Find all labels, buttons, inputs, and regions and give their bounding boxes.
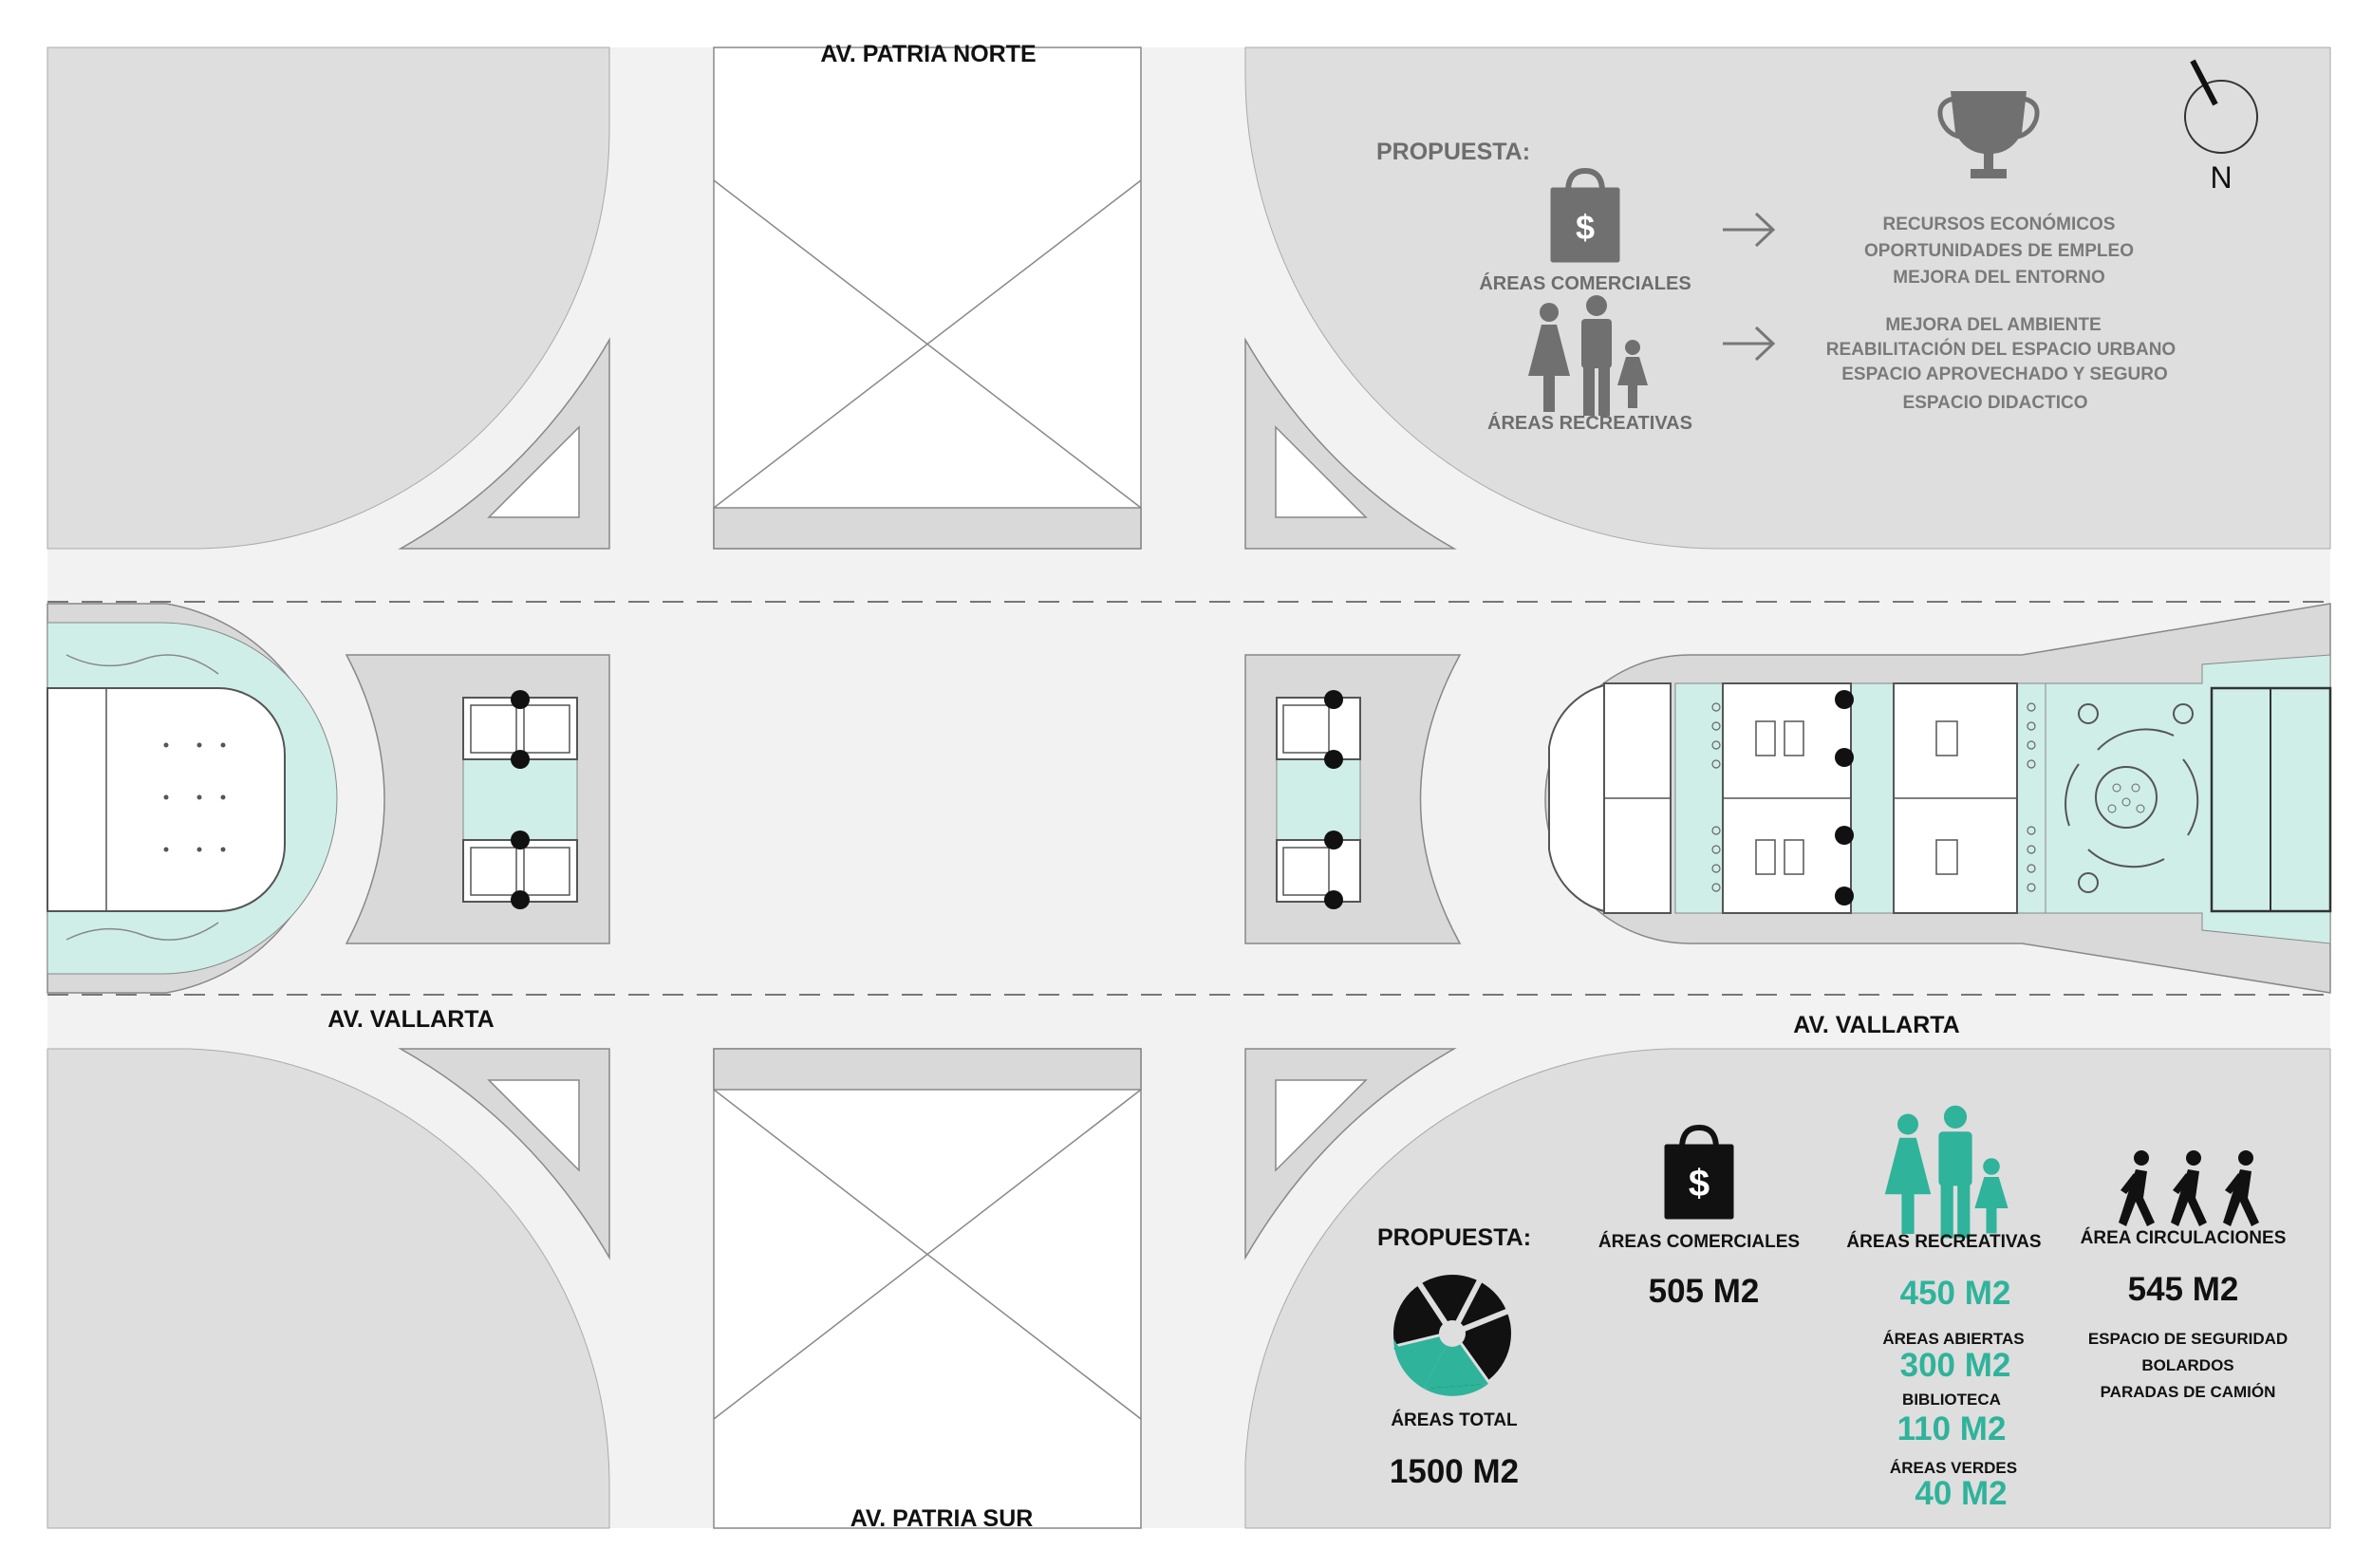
summary-circulation-item: BOLARDOS (2141, 1356, 2233, 1374)
svg-text:$: $ (1576, 208, 1595, 247)
island-bottom-right (1244, 1048, 1457, 1260)
proposal-top-title: PROPUESTA: (1376, 139, 1530, 165)
aperture-icon (1392, 1275, 1513, 1396)
svg-text:$: $ (1689, 1163, 1710, 1204)
arrow-right-icon (1723, 212, 1776, 248)
street-label-vallarta-right: AV. VALLARTA (1793, 1012, 1959, 1038)
summary-circulation-value: 545 M2 (2128, 1271, 2239, 1308)
street-label-patria-sur: AV. PATRIA SUR (850, 1505, 1034, 1532)
island-top-right (1244, 337, 1457, 550)
street-label-vallarta-left: AV. VALLARTA (327, 1006, 494, 1033)
building-north (713, 47, 1142, 550)
block-top-right (1244, 47, 2331, 550)
summary-circulation-item: ESPACIO DE SEGURIDAD (2088, 1330, 2288, 1348)
block-top-left (47, 47, 610, 550)
trophy-icon (1937, 91, 2040, 178)
benefit-line: RECURSOS ECONÓMICOS (1883, 214, 2116, 234)
island-bottom-left (398, 1048, 610, 1260)
summary-open-label: ÁREAS ABIERTAS (1882, 1330, 2024, 1348)
summary-recreational-value: 450 M2 (1900, 1275, 2011, 1312)
block-bottom-right (1244, 1048, 2331, 1529)
north-label: N (2210, 160, 2232, 195)
median-right-proposal (1544, 603, 2332, 994)
summary-total-label: ÁREAS TOTAL (1391, 1409, 1518, 1430)
median-left (47, 603, 338, 994)
summary-green-label: ÁREAS VERDES (1890, 1459, 2017, 1477)
benefit-line: ESPACIO APROVECHADO Y SEGURO (1841, 364, 2167, 384)
plaza-right (1244, 654, 1462, 944)
summary-circulation-label: ÁREA CIRCULACIONES (2081, 1227, 2287, 1248)
island-top-left (398, 337, 610, 550)
building-south (713, 1048, 1142, 1529)
benefit-line: MEJORA DEL AMBIENTE (1885, 315, 2101, 335)
plaza-left (345, 654, 610, 944)
benefit-line: REABILITACIÓN DEL ESPACIO URBANO (1826, 339, 2176, 360)
benefit-line: MEJORA DEL ENTORNO (1893, 268, 2104, 288)
arrow-right-icon (1723, 326, 1776, 362)
north-arrow-icon (2184, 59, 2258, 154)
legend-recreational-label: ÁREAS RECREATIVAS (1487, 412, 1692, 434)
benefit-line: OPORTUNIDADES DE EMPLEO (1864, 241, 2134, 261)
summary-green-value: 40 M2 (1915, 1475, 2007, 1512)
shopping-bag-icon: $ (1551, 171, 1619, 262)
summary-open-value: 300 M2 (1900, 1347, 2011, 1384)
summary-circulation-item: PARADAS DE CAMIÓN (2101, 1383, 2276, 1401)
benefit-line: ESPACIO DIDACTICO (1903, 393, 2088, 413)
street-label-patria-norte: AV. PATRIA NORTE (820, 41, 1036, 67)
summary-total-value: 1500 M2 (1390, 1453, 1519, 1490)
shopping-bag-icon: $ (1665, 1128, 1733, 1219)
summary-commercial-value: 505 M2 (1649, 1273, 1760, 1310)
summary-commercial-label: ÁREAS COMERCIALES (1598, 1231, 1800, 1252)
summary-title: PROPUESTA: (1377, 1224, 1531, 1251)
block-bottom-left (47, 1048, 610, 1529)
summary-library-value: 110 M2 (1897, 1410, 2007, 1447)
legend-commercial-label: ÁREAS COMERCIALES (1479, 272, 1691, 294)
summary-recreational-label: ÁREAS RECREATIVAS (1846, 1231, 2041, 1252)
summary-library-label: BIBLIOTECA (1902, 1391, 2001, 1409)
